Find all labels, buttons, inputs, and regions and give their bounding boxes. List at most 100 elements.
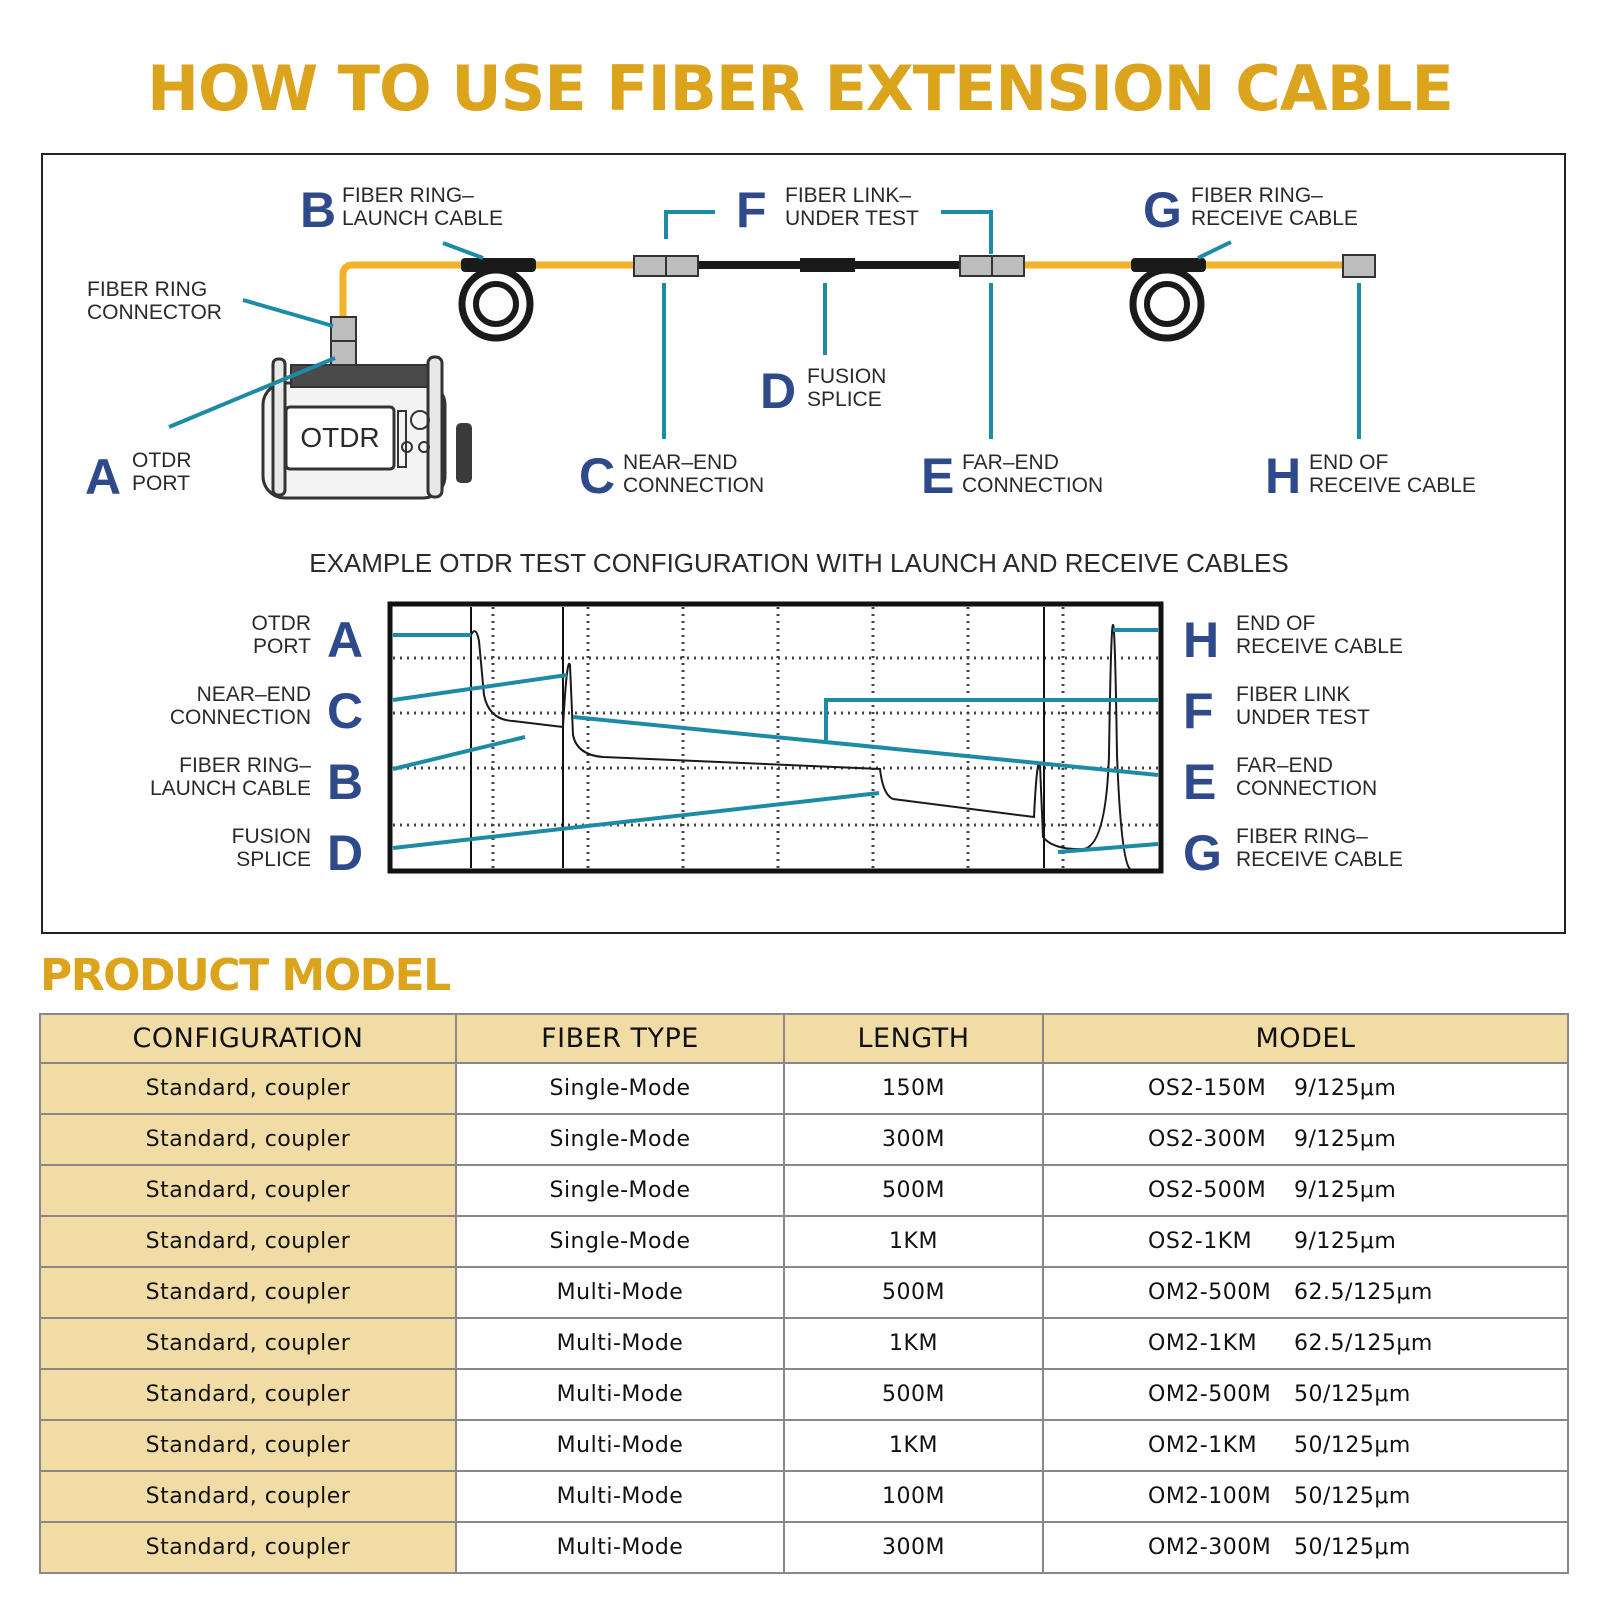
callout-f-left [664,210,715,239]
fiber-type-cell: Multi-Mode [455,1368,785,1421]
length-cell: 300M [783,1113,1044,1166]
core-size: 50/125μm [1294,1484,1411,1509]
svg-text:C: C [327,683,363,739]
svg-text:LAUNCH CABLE: LAUNCH CABLE [342,207,503,230]
svg-text:CONNECTION: CONNECTION [962,474,1103,497]
model-cell: OM2-100M 50/125μm [1042,1470,1569,1523]
model-code: OM2-500M [1148,1280,1272,1305]
svg-text:D: D [760,363,796,419]
length-cell: 1KM [783,1215,1044,1268]
svg-text:E: E [1183,754,1216,810]
svg-text:FIBER RING–: FIBER RING– [1236,825,1368,848]
launch-cable-spool [458,258,536,342]
svg-text:UNDER TEST: UNDER TEST [1236,706,1370,729]
callout-connector [242,298,334,328]
svg-text:FIBER RING–: FIBER RING– [179,754,311,777]
callout-lines [168,210,1361,439]
svg-text:H: H [1183,612,1219,668]
core-size: 9/125μm [1294,1076,1397,1101]
trace-callout-g [1057,842,1159,854]
near-end-connector [633,255,699,277]
otdr-device: OTDR [261,355,472,500]
table-header-row: CONFIGURATION FIBER TYPE LENGTH MODEL [39,1013,1569,1064]
svg-text:RECEIVE CABLE: RECEIVE CABLE [1236,848,1403,871]
page-title: HOW TO USE FIBER EXTENSION CABLE [147,52,1454,125]
core-size: 62.5/125μm [1294,1280,1433,1305]
svg-text:NEAR–END: NEAR–END [623,451,737,474]
svg-text:OTDR: OTDR [252,612,312,635]
length-cell: 500M [783,1266,1044,1319]
core-size: 50/125μm [1294,1433,1411,1458]
trace-label-g: G FIBER RING– RECEIVE CABLE [1183,825,1403,881]
svg-text:NEAR–END: NEAR–END [197,683,311,706]
fiber-type-cell: Single-Mode [455,1164,785,1217]
trace-callout-b [392,735,526,771]
length-cell: 100M [783,1470,1044,1523]
svg-text:FIBER RING–: FIBER RING– [1191,184,1323,207]
svg-text:OTDR: OTDR [132,449,192,472]
receive-cable-spool [1129,258,1206,342]
length-cell: 1KM [783,1317,1044,1370]
model-code: OM2-500M [1148,1382,1272,1407]
fiber-type-cell: Multi-Mode [455,1317,785,1370]
receive-cable-end-connector [1342,254,1376,278]
configuration-cell: Standard, coupler [39,1113,457,1166]
fiber-type-cell: Single-Mode [455,1113,785,1166]
model-code: OS2-1KM [1148,1229,1253,1254]
label-d: D FUSION SPLICE [760,363,886,419]
svg-text:D: D [327,825,363,881]
label-e: E FAR–END CONNECTION [921,448,1103,504]
svg-text:C: C [579,448,615,504]
svg-text:B: B [300,182,336,238]
column-header-length: LENGTH [783,1013,1044,1064]
otdr-screen-label: OTDR [300,422,379,453]
fiber-cable [339,261,1368,321]
svg-text:END OF: END OF [1309,451,1388,474]
otdr-trace-plot [387,601,1164,874]
trace-callout-f [824,698,1158,743]
svg-text:FAR–END: FAR–END [1236,754,1333,777]
svg-text:A: A [327,612,363,668]
model-code: OS2-150M [1148,1076,1267,1101]
core-size: 9/125μm [1294,1178,1397,1203]
label-b: B FIBER RING– LAUNCH CABLE [300,182,503,238]
svg-text:RECEIVE CABLE: RECEIVE CABLE [1309,474,1476,497]
column-header-configuration: CONFIGURATION [39,1013,457,1064]
svg-text:PORT: PORT [253,635,311,658]
configuration-cell: Standard, coupler [39,1317,457,1370]
core-size: 62.5/125μm [1294,1331,1433,1356]
svg-text:G: G [1183,825,1222,881]
svg-text:CONNECTOR: CONNECTOR [87,301,222,324]
fiber-type-cell: Multi-Mode [455,1266,785,1319]
product-model-heading: PRODUCT MODEL [40,950,451,1001]
svg-text:LAUNCH CABLE: LAUNCH CABLE [150,777,311,800]
svg-text:CONNECTION: CONNECTION [170,706,311,729]
core-size: 9/125μm [1294,1127,1397,1152]
model-code: OM2-100M [1148,1484,1272,1509]
callout-f-right [941,210,993,254]
configuration-cell: Standard, coupler [39,1419,457,1472]
model-cell: OM2-500M 50/125μm [1042,1368,1569,1421]
svg-text:A: A [85,449,121,505]
callout-g [1197,240,1232,260]
core-size: 50/125μm [1294,1382,1411,1407]
model-cell: OS2-150M 9/125μm [1042,1062,1569,1115]
configuration-cell: Standard, coupler [39,1164,457,1217]
trace-callout-d [392,791,880,850]
label-fiber-ring-connector: FIBER RING CONNECTOR [87,278,222,324]
svg-text:E: E [921,448,954,504]
trace-callout-e [572,715,1159,777]
trace-callouts [392,628,1159,854]
svg-text:F: F [736,182,767,238]
model-cell: OM2-500M 62.5/125μm [1042,1266,1569,1319]
svg-text:FIBER RING: FIBER RING [87,278,207,301]
